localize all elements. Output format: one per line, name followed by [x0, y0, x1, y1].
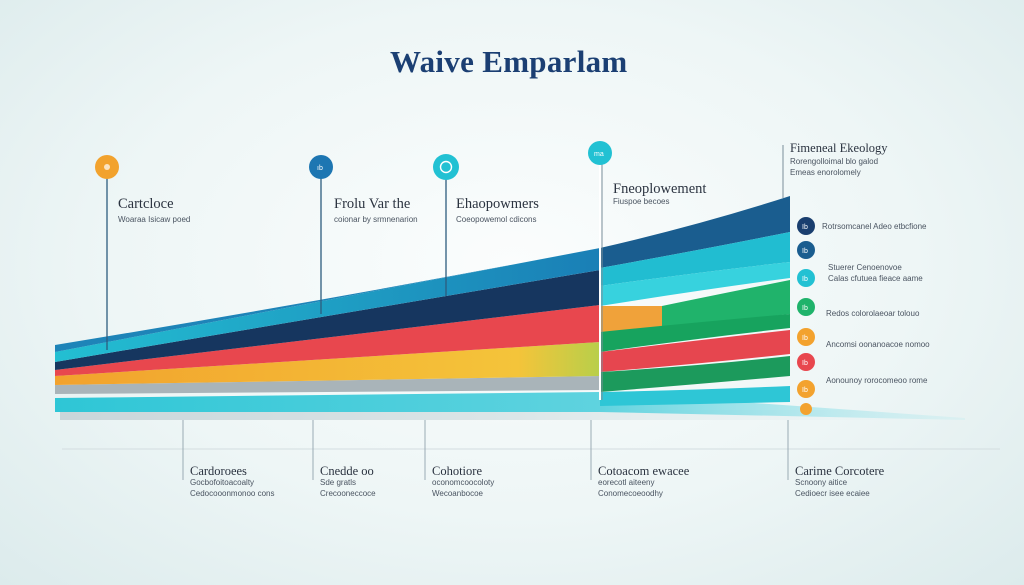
fan-cyan-light — [600, 262, 790, 306]
milestone-heading-4: Fneoplowement — [613, 181, 707, 197]
svg-text:Ib: Ib — [802, 360, 808, 367]
fan-cyan — [600, 232, 790, 286]
bottom-sub-1: Gocbofoitoacoalty — [190, 478, 255, 487]
band-navy — [55, 270, 600, 370]
milestone-heading-1: Cartcloce — [118, 196, 174, 212]
right-marker-1 — [797, 217, 815, 235]
right-marker-5 — [797, 328, 815, 346]
right-marker-7 — [797, 380, 815, 398]
milestone-marker-2: ıb — [309, 155, 333, 179]
right-marker-4 — [797, 298, 815, 316]
fan-tail-cyan — [600, 386, 790, 406]
right-markers: Ib Ib Ib Ib Ib Ib Ib — [797, 217, 815, 415]
bottom-sub2-3: Wecoanbocoe — [432, 489, 483, 498]
svg-text:ıb: ıb — [317, 165, 323, 172]
band-red — [55, 305, 600, 376]
band-top-teal — [55, 248, 600, 352]
svg-text:Ib: Ib — [802, 224, 808, 231]
right-label-3: Redos colorolaeoar tolouo — [826, 309, 920, 318]
bottom-heading-5: Carime Corcotere — [795, 464, 885, 478]
band-grey — [55, 376, 600, 394]
bottom-heading-3: Cohotiore — [432, 464, 482, 478]
bottom-sub2-4: Conomecoeoodhy — [598, 489, 663, 498]
bottom-heading-1: Cardoroees — [190, 464, 247, 478]
right-label-2: Stuerer Cenoenovoe Calas cfutuea fieace … — [828, 263, 923, 283]
bottom-sub2-2: Crecooneccoce — [320, 489, 376, 498]
right-marker-3 — [797, 269, 815, 287]
bottom-sub2-5: Cedioecr isee ecaiee — [795, 489, 870, 498]
milestone-heading-2: Frolu Var the — [334, 196, 411, 212]
svg-text:Ib: Ib — [802, 335, 808, 342]
floor-shadow — [60, 410, 970, 420]
top-right-line-2: Emeas enorolomely — [790, 168, 861, 177]
bottom-sub2-1: Cedocooonmonoo cons — [190, 489, 275, 498]
band-cyan-base — [55, 392, 965, 420]
top-right-line-1: Rorengolloimal blo galod — [790, 157, 879, 166]
bottom-sub-2: Sde gratls — [320, 478, 357, 487]
bottom-sub-5: Scnoony aitice — [795, 478, 848, 487]
milestone-heading-3: Ehaopowmers — [456, 196, 539, 212]
fan-red — [600, 330, 790, 372]
milestone-marker-1 — [95, 155, 119, 179]
top-right-heading: Fimeneal Ekeology — [790, 141, 888, 155]
milestone-sub-2: coionar by srmnenarion — [334, 215, 418, 224]
fan-navy — [600, 196, 790, 268]
right-label-1: Rotrsomcanel Adeo etbcfione — [822, 222, 927, 231]
right-marker-6 — [797, 353, 815, 371]
right-marker-2 — [797, 241, 815, 259]
milestone-sub-4: Fiuspoe becoes — [613, 197, 670, 206]
right-label-5: Aonounoy rorocomeoo rome — [826, 376, 928, 385]
band-blue — [55, 248, 600, 362]
right-marker-8 — [800, 403, 812, 415]
fan-green-3 — [600, 356, 790, 392]
milestone-marker-3 — [433, 154, 459, 180]
milestone-sub-3: Coeopowemol cdicons — [456, 215, 537, 224]
svg-text:Ib: Ib — [802, 387, 808, 394]
fan-orange-block — [600, 306, 662, 332]
right-label-4: Ancomsi oonanoacoe nomoo — [826, 340, 930, 349]
svg-text:ma: ma — [594, 151, 604, 158]
page-title: Waive Emparlam — [390, 44, 628, 79]
bottom-heading-2: Cnedde oo — [320, 464, 374, 478]
band-yellow — [55, 342, 600, 385]
bottom-sub-4: eorecotl aiteeny — [598, 478, 655, 487]
bottom-sub-3: oconomcoocoloty — [432, 478, 495, 487]
svg-text:Ib: Ib — [802, 305, 808, 312]
wave-bands — [55, 196, 965, 420]
fan-green-2 — [600, 314, 790, 352]
bottom-heading-4: Cotoacom ewacee — [598, 464, 690, 478]
milestone-marker-4: ma — [588, 141, 612, 165]
svg-text:Ib: Ib — [802, 276, 808, 283]
svg-text:Ib: Ib — [802, 248, 808, 255]
milestone-sub-1: Woaraa Isicaw poed — [118, 215, 191, 224]
